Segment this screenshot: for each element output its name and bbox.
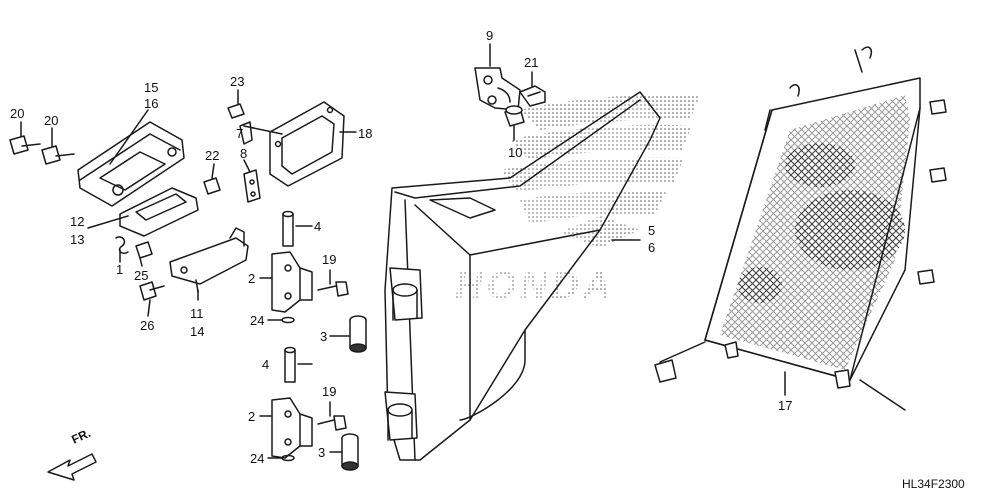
- callout-13: 13: [70, 232, 84, 247]
- callout-5: 5: [648, 223, 655, 238]
- callout-1: 1: [116, 262, 123, 277]
- callout-labels: 20 20 15 16 23 7 18 8 22 12 13 1 25 26 1…: [10, 28, 792, 466]
- honda-watermark-text: HONDA: [455, 265, 614, 307]
- callout-8: 8: [240, 146, 247, 161]
- latch-striker: [474, 67, 521, 111]
- diagram-code: HL34F2300: [902, 477, 965, 491]
- latch-8: [243, 169, 261, 203]
- leader-lines: [20, 43, 786, 459]
- bolt-21: [519, 85, 546, 107]
- callout-15: 15: [144, 80, 158, 95]
- bolt-26: [139, 281, 165, 301]
- latch-bracket: [169, 227, 249, 293]
- washer-upper: [281, 316, 295, 324]
- callout-24-upper: 24: [250, 313, 264, 328]
- front-direction-label: FR.: [69, 426, 92, 447]
- callout-14: 14: [190, 324, 204, 339]
- callout-21: 21: [524, 55, 538, 70]
- screw-23: [227, 103, 245, 119]
- callout-7: 7: [236, 126, 243, 141]
- door-hinge-lower: [384, 391, 418, 441]
- spring-1: [115, 236, 129, 255]
- callout-4-lower: 4: [262, 357, 269, 372]
- bolt-25: [135, 241, 153, 259]
- hinge-bracket-lower: [271, 397, 313, 459]
- rubber-stopper: [504, 105, 525, 127]
- callout-4-upper: 4: [314, 219, 321, 234]
- callout-10: 10: [508, 145, 522, 160]
- callout-2-lower: 2: [248, 409, 255, 424]
- callout-18: 18: [358, 126, 372, 141]
- callout-22: 22: [205, 148, 219, 163]
- callout-6: 6: [648, 240, 655, 255]
- bolt-19-lower: [317, 415, 347, 431]
- callout-9: 9: [486, 28, 493, 43]
- callout-2-upper: 2: [248, 271, 255, 286]
- callout-24-lower: 24: [250, 451, 264, 466]
- callout-3-lower: 3: [318, 445, 325, 460]
- callout-20-right: 20: [44, 113, 58, 128]
- callout-26: 26: [140, 318, 154, 333]
- bolt-22: [203, 177, 221, 195]
- cargo-net: [654, 46, 947, 411]
- callout-16: 16: [144, 96, 158, 111]
- bolt-19-upper: [317, 281, 349, 297]
- callout-19-upper: 19: [322, 252, 336, 267]
- callout-25: 25: [134, 268, 148, 283]
- door-hinge-upper: [389, 267, 423, 321]
- callout-12: 12: [70, 214, 84, 229]
- hinge-pin-upper: [282, 210, 294, 247]
- callout-19-lower: 19: [322, 384, 336, 399]
- collar-lower: [341, 433, 359, 471]
- bolt-20-right: [41, 145, 75, 165]
- collar-upper: [349, 315, 367, 353]
- honda-wing-logo: HONDA: [455, 94, 700, 307]
- cover-plate: [269, 101, 345, 187]
- bolt-20-left: [9, 135, 41, 155]
- front-direction-arrow: FR.: [47, 426, 97, 481]
- door-lock-assembly: [77, 121, 185, 207]
- callout-11: 11: [190, 306, 204, 321]
- callout-20-left: 20: [10, 106, 24, 121]
- hinge-pin-lower: [284, 346, 296, 383]
- callout-23: 23: [230, 74, 244, 89]
- lock-bracket: [119, 187, 199, 237]
- hinge-bracket-upper: [271, 251, 313, 313]
- callout-3-upper: 3: [320, 329, 327, 344]
- callout-17: 17: [778, 398, 792, 413]
